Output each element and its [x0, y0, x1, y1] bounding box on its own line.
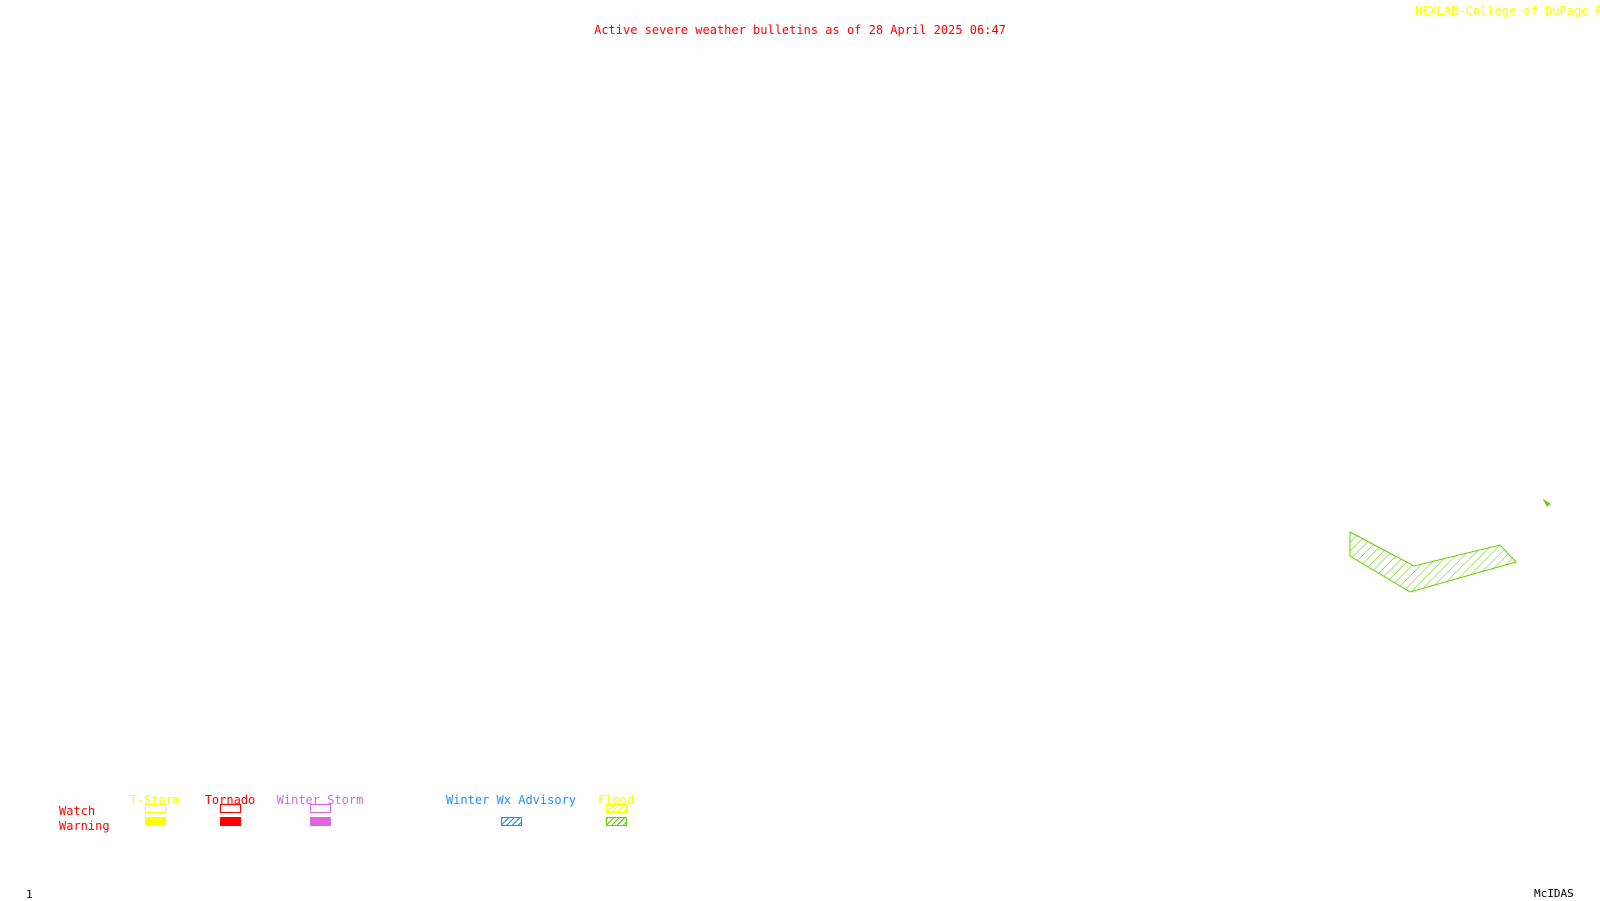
- credit-label: NEXLAB-College of DuPage R: [1415, 4, 1600, 18]
- legend-header-tornado: Tornado: [204, 793, 256, 807]
- legend-header-winter-wx-advisory: Winter Wx Advisory: [445, 793, 577, 807]
- legend-watch-swatch-flood: [606, 804, 627, 813]
- flood-warning-polygon: [1349, 531, 1517, 593]
- frame-number: 1: [26, 888, 33, 901]
- legend-warning-label: Warning: [59, 819, 110, 833]
- legend-watch-swatch-t-storm: [145, 804, 166, 813]
- mcidas-label: McIDAS: [1534, 887, 1574, 900]
- legend-warning-swatch-t-storm: [145, 817, 166, 826]
- legend-warning-swatch-winter-storm: [310, 817, 331, 826]
- legend-watch-swatch-winter-storm: [310, 804, 331, 813]
- bulletin-title: Active severe weather bulletins as of 28…: [594, 23, 1006, 37]
- legend-watch-label: Watch: [59, 804, 96, 818]
- legend-header-t-storm: T-Storm: [129, 793, 181, 807]
- legend-warning-swatch-flood: [606, 817, 627, 826]
- legend-header-winter-storm: Winter Storm: [276, 793, 364, 807]
- legend-warning-swatch-tornado: [220, 817, 241, 826]
- legend-watch-swatch-tornado: [220, 804, 241, 813]
- legend-warning-swatch-winter-wx-advisory: [501, 817, 522, 826]
- legend-header-flood: Flood: [597, 793, 635, 807]
- flood-warning-polygon-small: [1542, 498, 1551, 507]
